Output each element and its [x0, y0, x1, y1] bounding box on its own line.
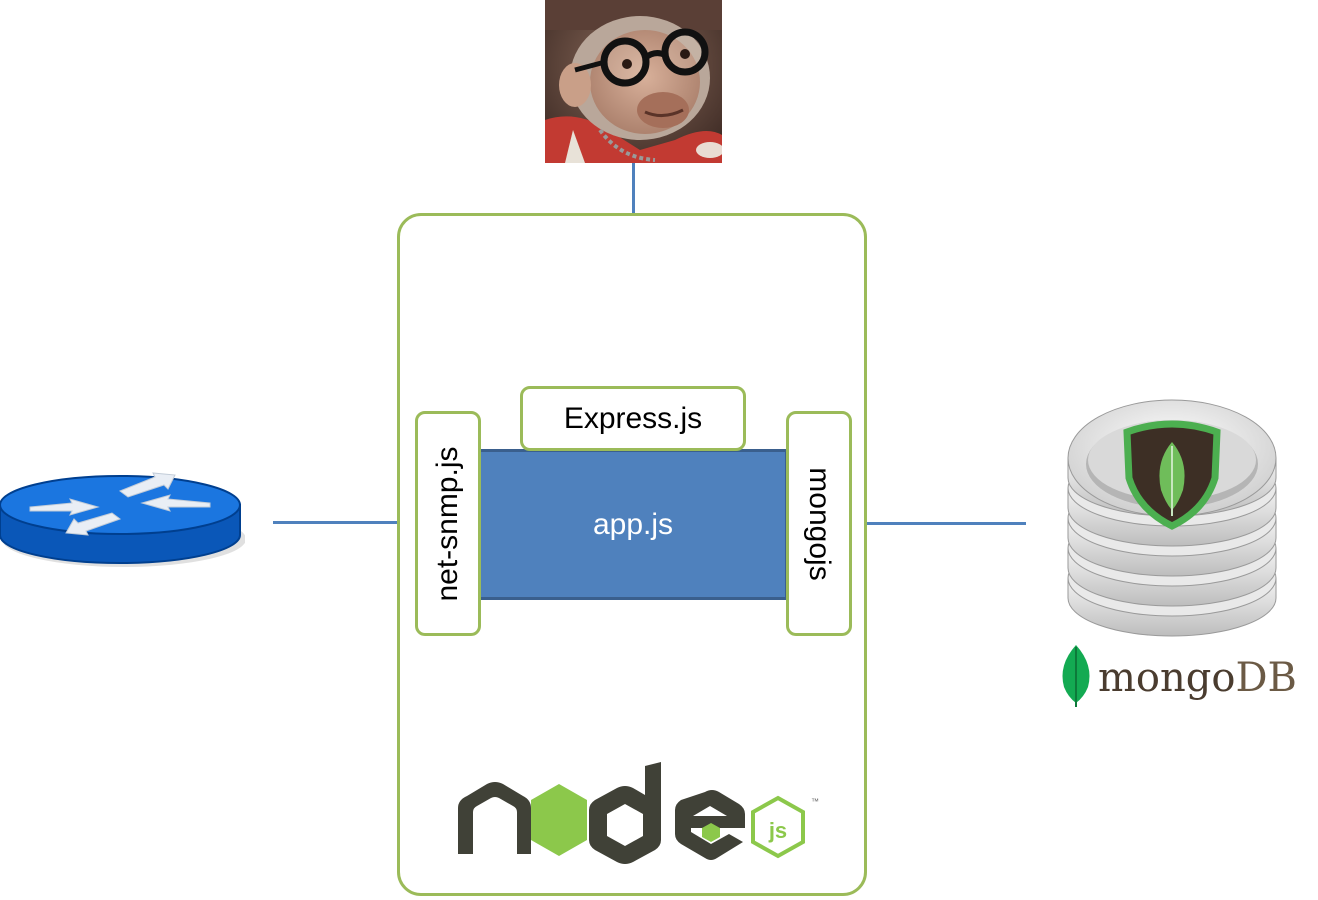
mongojs-module: mongojs — [786, 411, 852, 636]
express-js-label: Express.js — [563, 401, 703, 435]
net-snmp-label: net-snmp.js — [431, 445, 464, 602]
svg-text:js: js — [768, 818, 787, 843]
nodejs-logo: js ™ — [455, 762, 830, 867]
express-js-module: Express.js — [520, 386, 746, 451]
app-js-label: app.js — [592, 507, 674, 541]
mongojs-label: mongojs — [803, 466, 836, 581]
mongodb-wordmark: mongoDB — [1098, 655, 1297, 701]
mongodb-database-icon — [1065, 398, 1280, 643]
svg-text:™: ™ — [811, 797, 819, 806]
network-router-icon — [0, 447, 246, 572]
router-to-snmp-connector — [273, 521, 416, 524]
app-js-box: app.js — [478, 449, 788, 600]
monkey-user-icon — [545, 0, 722, 163]
mongodb-wordmark-accent: DB — [1235, 655, 1297, 701]
mongojs-to-database-connector — [851, 522, 1026, 525]
mongodb-wordmark-main: mongo — [1098, 655, 1236, 701]
mongodb-leaf-icon — [1058, 643, 1094, 709]
net-snmp-module: net-snmp.js — [415, 411, 481, 636]
